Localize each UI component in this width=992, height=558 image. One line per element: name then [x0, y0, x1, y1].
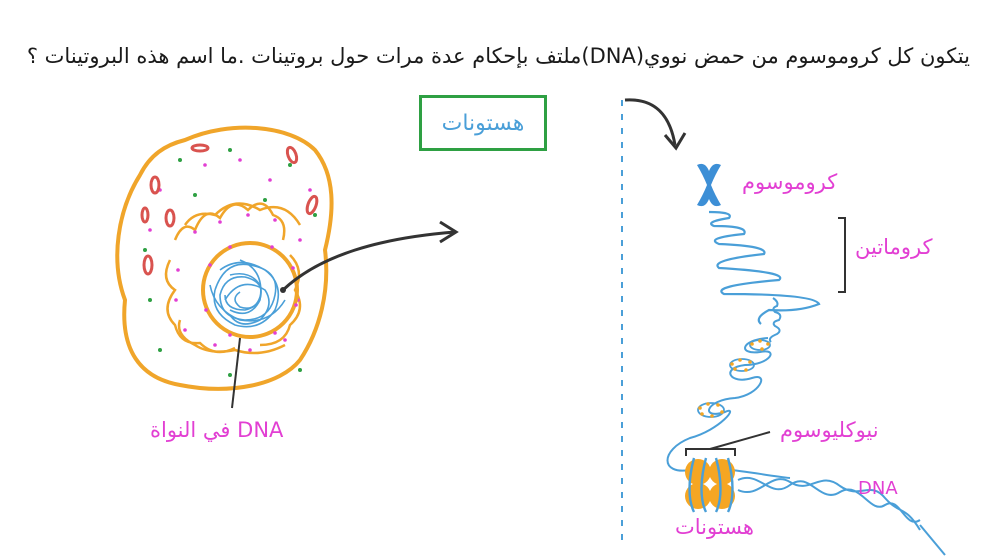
label-dna: DNA	[858, 478, 898, 499]
nucleus-pores	[204, 245, 298, 337]
label-chromosome: كروموسوم	[742, 170, 838, 194]
chromosome-arrow-head	[663, 132, 687, 151]
chromosome-icon	[697, 163, 721, 207]
ribosome-dots	[143, 148, 317, 377]
nuclear-envelope	[201, 241, 299, 339]
dna-tight-coil	[768, 297, 782, 343]
mitochondria	[140, 143, 319, 276]
answer-text: هستونات	[441, 110, 525, 136]
chromatin-bracket	[838, 217, 846, 293]
question-text: يتكون كل كروموسوم من حمض نووي(DNA)ملتف ب…	[26, 44, 970, 68]
answer-box: هستونات	[419, 95, 547, 151]
label-dna-in-nucleus: DNA في النواة	[150, 418, 284, 442]
cell-membrane	[115, 125, 334, 391]
dna-loose-fiber	[666, 337, 791, 479]
nucleosome-bracket	[685, 448, 736, 456]
histone-octamer	[685, 457, 735, 513]
label-nucleosome: نيوكليوسوم	[780, 418, 879, 442]
nucleosome-pointer	[709, 431, 771, 450]
er-dots	[148, 158, 312, 352]
chromosome-arrow	[624, 98, 677, 146]
endoplasmic-reticulum	[164, 202, 302, 355]
label-histones: هستونات	[675, 515, 755, 539]
nucleus-arrow-head	[439, 220, 459, 244]
dna-helix-strand-a	[737, 477, 921, 523]
nucleus-arrow	[281, 230, 456, 292]
dna-label-pointer	[231, 337, 241, 409]
nucleus-dna-tangle	[209, 259, 286, 328]
dna-helix-tail	[919, 524, 946, 556]
dna-helix-strand-b	[737, 478, 921, 531]
label-chromatin: كروماتين	[855, 235, 933, 259]
histone-dots	[698, 339, 770, 418]
chromatin-coil	[708, 210, 821, 325]
